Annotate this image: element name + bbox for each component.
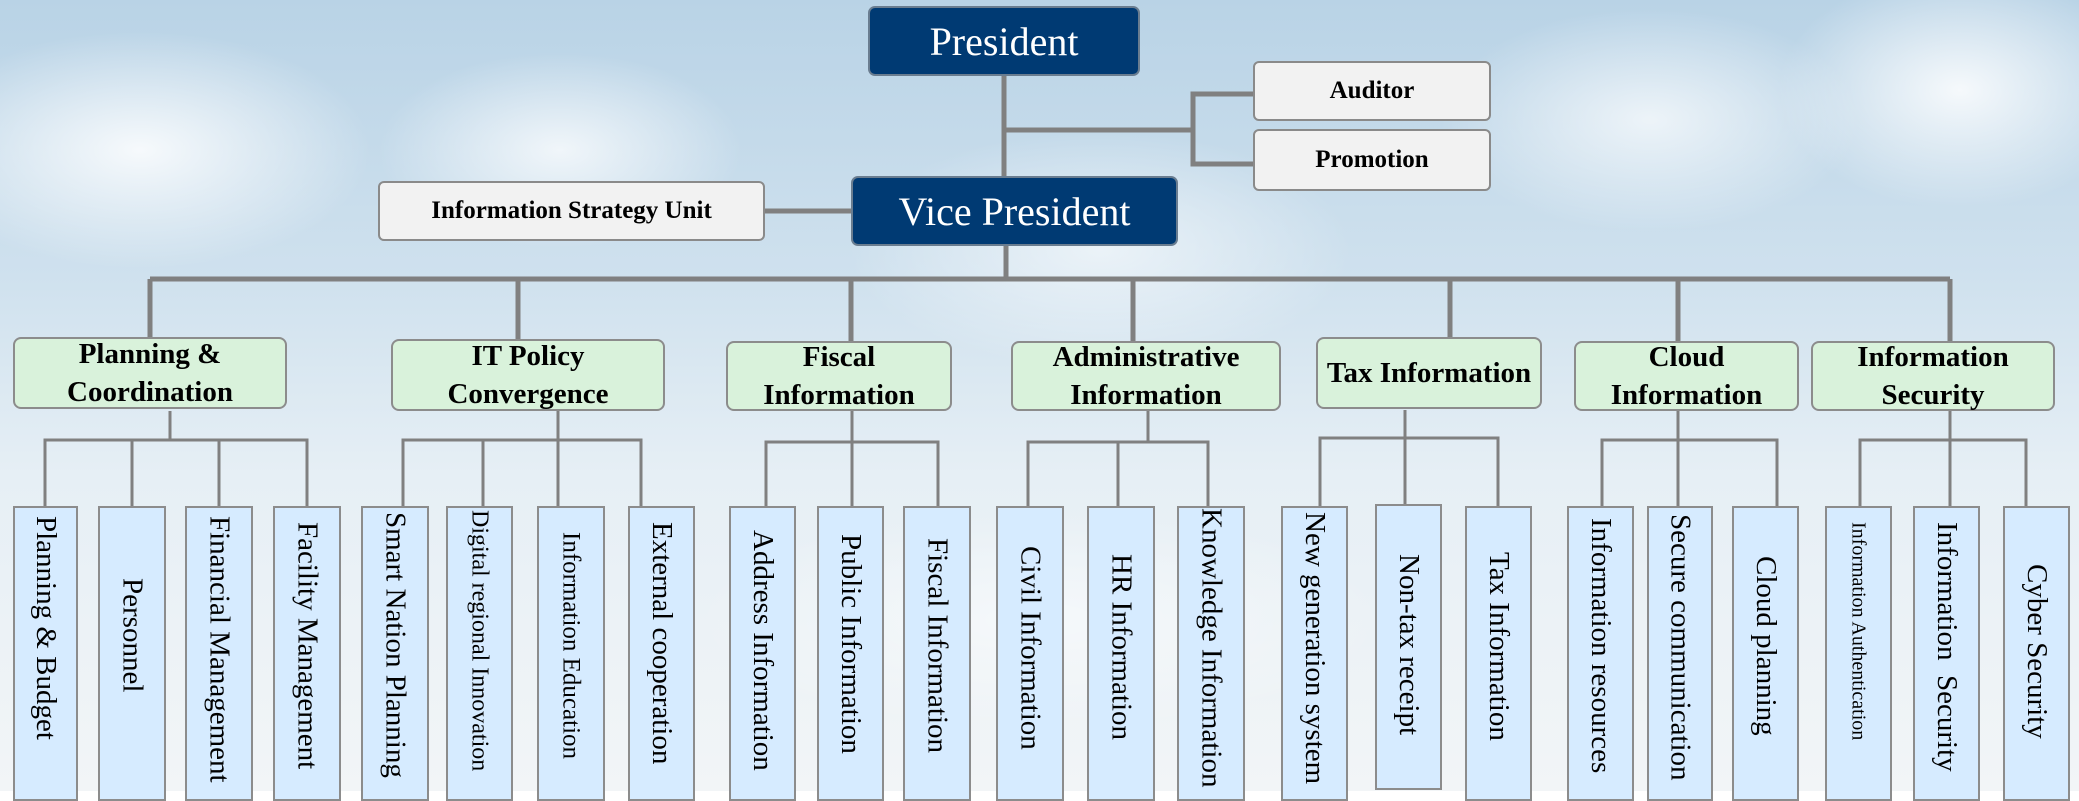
- unit-smart-nation-planning: Smart Nation Planning: [361, 506, 429, 801]
- unit-non-tax-receipt: Non-tax receipt: [1375, 504, 1442, 790]
- president-box: President: [868, 6, 1140, 76]
- auditor-box: Auditor: [1253, 61, 1491, 121]
- promotion-box: Promotion: [1253, 129, 1491, 191]
- unit-tax-information: Tax Information: [1465, 506, 1532, 801]
- unit-public-information: Public Information: [817, 506, 884, 801]
- unit-information-authentication: Information Authentication: [1825, 506, 1892, 801]
- department-administrative-information: Administrative Information: [1011, 341, 1281, 411]
- unit-address-information: Address Information: [729, 506, 796, 801]
- department-it-policy-convergence: IT Policy Convergence: [391, 339, 665, 411]
- department-planning-coordination: Planning & Coordination: [13, 337, 287, 409]
- unit-new-generation-system: New generation system: [1281, 506, 1348, 801]
- unit-digital-regional-innovation: Digital regional Innovation: [446, 506, 513, 801]
- unit-hr-information: HR Information: [1087, 506, 1155, 801]
- unit-cyber-security: Cyber Security: [2003, 506, 2070, 801]
- unit-external-cooperation: External cooperation: [628, 506, 695, 801]
- unit-fiscal-information: Fiscal Information: [903, 506, 971, 801]
- unit-civil-information: Civil Information: [996, 506, 1064, 801]
- unit-knowledge-information: Knowledge Information: [1177, 506, 1245, 801]
- unit-planning-budget: Planning & Budget: [13, 506, 78, 801]
- vice-president-box: Vice President: [851, 176, 1178, 246]
- unit-personnel: Personnel: [98, 506, 166, 801]
- unit-financial-management: Financial Management: [185, 506, 253, 801]
- department-information-security: Information Security: [1811, 341, 2055, 411]
- unit-secure-communication: Secure communication: [1647, 506, 1713, 801]
- department-tax-information: Tax Information: [1316, 337, 1542, 409]
- unit-facility-management: Facility Management: [273, 506, 341, 801]
- unit-information-education: Information Education: [537, 506, 605, 801]
- unit-information-resources: Information resources: [1567, 506, 1634, 801]
- information-strategy-unit-box: Information Strategy Unit: [378, 181, 765, 241]
- unit-information-security: Information Security: [1913, 506, 1980, 801]
- unit-cloud-planning: Cloud planning: [1732, 506, 1799, 801]
- department-fiscal-information: Fiscal Information: [726, 341, 952, 411]
- department-cloud-information: Cloud Information: [1574, 341, 1799, 411]
